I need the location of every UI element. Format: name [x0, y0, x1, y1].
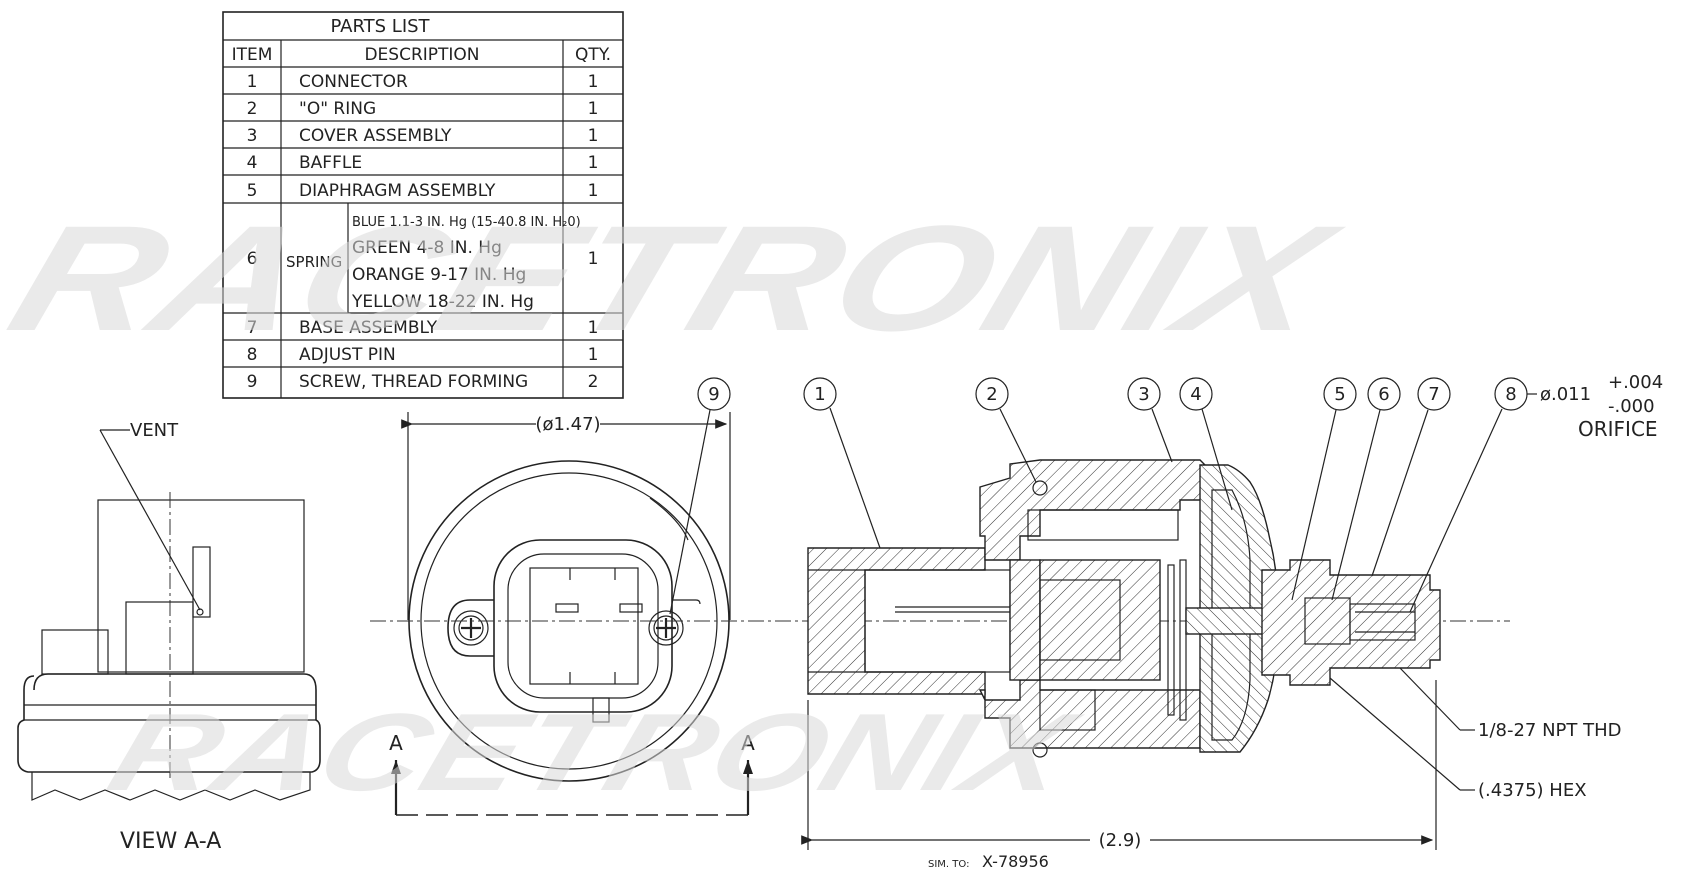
row-description: BASE ASSEMBLY — [299, 318, 438, 338]
row-item: 3 — [247, 126, 258, 146]
row-item: 7 — [247, 318, 258, 338]
row-qty: 1 — [588, 153, 599, 173]
balloon-2: 2 — [975, 377, 1037, 483]
row-qty: 1 — [588, 99, 599, 119]
row-item: 8 — [247, 345, 258, 365]
svg-text:9: 9 — [708, 384, 719, 405]
diameter-dimension: (ø1.47) — [535, 414, 600, 435]
svg-text:7: 7 — [1428, 384, 1439, 405]
balloon-9: 9 — [669, 377, 731, 615]
balloon-5: 5 — [1291, 377, 1357, 601]
parts-list-table: PARTS LIST ITEM DESCRIPTION QTY. 1 CONNE… — [222, 11, 624, 399]
table-row: 3 COVER ASSEMBLY 1 — [247, 126, 599, 146]
header-qty: QTY. — [575, 45, 611, 65]
section-a-left: A — [389, 731, 403, 755]
balloon-callouts: 1 2 3 4 5 6 7 — [669, 377, 1528, 615]
section-a-right: A — [741, 731, 755, 755]
row-description: DIAPHRAGM ASSEMBLY — [299, 181, 496, 201]
view-aa-label: VIEW A-A — [120, 829, 221, 854]
balloon-8: 8 — [1409, 377, 1528, 613]
svg-text:5: 5 — [1334, 384, 1345, 405]
sim-to-value: X-78956 — [982, 852, 1049, 871]
balloon-4: 4 — [1179, 377, 1233, 511]
orifice-tolerance-plus: +.004 — [1608, 372, 1663, 393]
table-row: 7 BASE ASSEMBLY 1 — [247, 318, 599, 338]
npt-thread-label: 1/8-27 NPT THD — [1478, 720, 1622, 741]
spring-option: BLUE 1.1-3 IN. Hg (15-40.8 IN. H₂0) — [352, 215, 581, 230]
svg-text:1: 1 — [814, 384, 825, 405]
row-item: 9 — [247, 372, 258, 392]
row-item: 5 — [247, 181, 258, 201]
length-dimension: (2.9) — [1099, 830, 1142, 851]
table-row: 9 SCREW, THREAD FORMING 2 — [247, 372, 599, 392]
row-description: SCREW, THREAD FORMING — [299, 372, 528, 392]
view-aa-drawing: VENT VIEW A-A — [17, 420, 321, 854]
row-qty: 1 — [588, 72, 599, 92]
row-item: 1 — [247, 72, 258, 92]
row-description: BAFFLE — [299, 153, 362, 173]
row-description: CONNECTOR — [299, 72, 408, 92]
table-row: 8 ADJUST PIN 1 — [247, 345, 599, 365]
spring-option: GREEN 4-8 IN. Hg — [352, 238, 502, 258]
row-item: 2 — [247, 99, 258, 119]
table-row: 2 "O" RING 1 — [247, 99, 599, 119]
balloon-7: 7 — [1371, 377, 1451, 577]
table-row-spring: 6 SPRING BLUE 1.1-3 IN. Hg (15-40.8 IN. … — [247, 215, 599, 312]
row-description: "O" RING — [299, 99, 376, 119]
spring-label: SPRING — [286, 253, 342, 271]
watermark: RACETRONIX RACETRONIX — [0, 195, 1357, 814]
balloon-1: 1 — [803, 377, 881, 549]
row-item: 4 — [247, 153, 258, 173]
header-item: ITEM — [232, 45, 273, 65]
table-row: 5 DIAPHRAGM ASSEMBLY 1 — [247, 181, 599, 201]
svg-text:3: 3 — [1138, 384, 1149, 405]
row-qty: 1 — [588, 249, 599, 269]
hex-dimension-label: (.4375) HEX — [1478, 780, 1587, 801]
svg-text:4: 4 — [1190, 384, 1201, 405]
parts-list-title: PARTS LIST — [330, 16, 430, 37]
row-qty: 2 — [588, 372, 599, 392]
spring-option: ORANGE 9-17 IN. Hg — [352, 265, 526, 285]
svg-text:2: 2 — [986, 384, 997, 405]
table-row: 1 CONNECTOR 1 — [247, 72, 599, 92]
vent-label: VENT — [130, 420, 179, 441]
row-qty: 1 — [588, 345, 599, 365]
svg-text:8: 8 — [1505, 384, 1516, 405]
watermark-text-upper: RACETRONIX — [0, 195, 1357, 363]
orifice-dimension: ø.011 — [1540, 384, 1591, 405]
row-description: ADJUST PIN — [299, 345, 396, 365]
header-description: DESCRIPTION — [364, 45, 479, 65]
balloon-6: 6 — [1331, 377, 1401, 601]
row-qty: 1 — [588, 318, 599, 338]
watermark-text-lower: RACETRONIX — [96, 691, 1093, 814]
orifice-label: ORIFICE — [1578, 417, 1658, 441]
table-row: 4 BAFFLE 1 — [247, 153, 599, 173]
svg-text:6: 6 — [1378, 384, 1389, 405]
section-view-drawing: (2.9) 1/8-27 NPT THD (.4375) HEX ø.011 +… — [801, 372, 1663, 871]
row-qty: 1 — [588, 126, 599, 146]
row-qty: 1 — [588, 181, 599, 201]
row-description: COVER ASSEMBLY — [299, 126, 452, 146]
spring-option: YELLOW 18-22 IN. Hg — [351, 292, 534, 312]
orifice-tolerance-minus: -.000 — [1608, 396, 1655, 417]
sim-to-prefix: SIM. TO: — [928, 859, 969, 870]
row-item: 6 — [247, 249, 258, 269]
balloon-3: 3 — [1127, 377, 1173, 463]
